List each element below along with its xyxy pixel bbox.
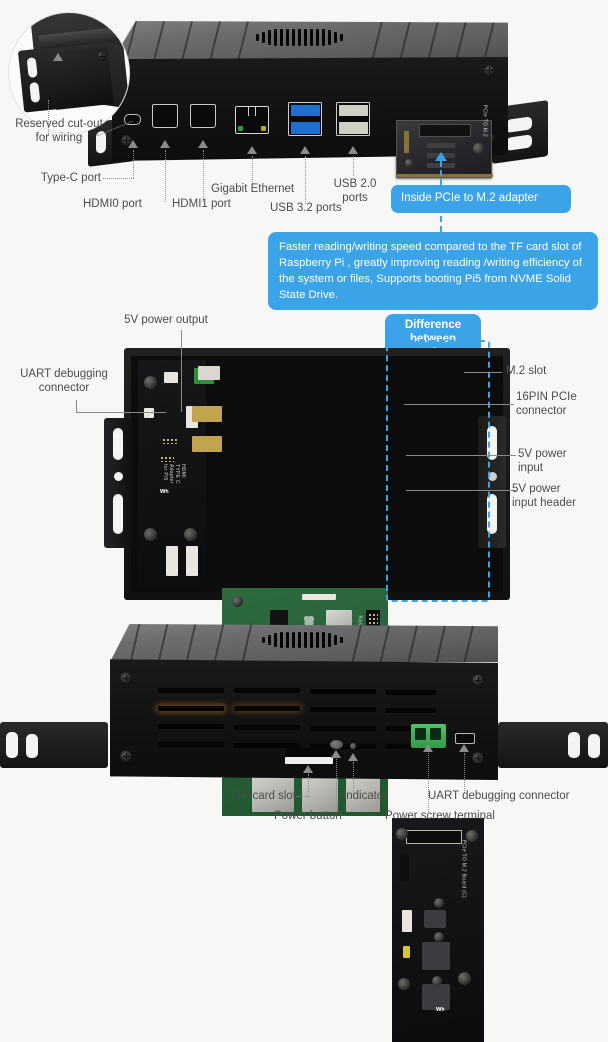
mounting-rail-right	[478, 416, 506, 548]
screw-icon	[484, 65, 495, 76]
screw-icon	[120, 672, 132, 684]
label-indicator: Indicator	[343, 790, 388, 802]
pointer-arrow	[348, 753, 358, 761]
pointer-arrow	[331, 750, 341, 758]
mounting-ear-right	[498, 722, 608, 768]
ethernet-jack	[252, 774, 294, 812]
leader-line	[76, 400, 77, 412]
tf-card-slot	[285, 757, 333, 764]
pcie-16pin-connector	[400, 854, 409, 882]
leader-line	[48, 100, 49, 136]
pointer-arrow-blue	[435, 152, 447, 161]
bottom-panel: TF card slot Power button Indicator Powe…	[0, 612, 608, 850]
label-usb-3-2-ports: USB 3.2 ports	[270, 202, 342, 214]
label-usb-2-0-ports: USB 2.0 ports	[333, 178, 377, 204]
mounting-rail-left	[104, 418, 132, 548]
enclosure-top-face	[112, 21, 508, 61]
leader-line-blue	[440, 216, 442, 232]
label-5v-power-input: 5V power input	[518, 448, 567, 474]
pointer-arrow	[198, 140, 208, 148]
indicator-led	[350, 743, 356, 749]
leader-line	[181, 330, 182, 412]
screw-icon	[120, 750, 132, 762]
pointer-arrow	[128, 140, 138, 148]
leader-line	[406, 490, 516, 491]
label-power-button: Power button	[274, 810, 342, 822]
uart-micro-usb-connector	[455, 733, 475, 744]
pointer-arrow	[423, 744, 433, 752]
power-input-header-5v	[403, 946, 410, 958]
leader-line	[404, 404, 514, 405]
label-m2-slot: M.2 slot	[506, 365, 547, 377]
label-16pin-pcie-connector: 16PIN PCIe connector	[516, 391, 577, 417]
reserved-cutout-label: Reserved cut-out for wiring	[15, 118, 103, 144]
middle-panel: Difference between versions	[0, 300, 608, 1042]
pcie-to-m2-board: wh PCIe TO M.2 Board (C)	[392, 818, 484, 1042]
tf-card-slot-opening	[285, 748, 333, 757]
screw-icon	[472, 674, 484, 686]
usb-2-0-ports	[336, 102, 370, 136]
label-power-screw-terminal: Power screw terminal	[385, 810, 495, 822]
hdmi0-port	[152, 104, 178, 128]
usb-3-2-ports	[288, 102, 322, 136]
leader-line	[76, 412, 166, 413]
label-uart-debugging-connector: UART debugging connector	[428, 790, 570, 802]
enclosure-top-face	[110, 624, 498, 662]
pointer-arrow	[303, 765, 313, 773]
hdmi-plug	[192, 436, 222, 452]
label-5v-power-output: 5V power output	[124, 314, 208, 326]
pointer-arrow	[247, 146, 257, 154]
silkscreen-adapter: HDMI TYPE C Adapter for Pi5	[162, 464, 186, 484]
screw-icon	[97, 51, 107, 61]
pointer-arrow	[300, 146, 310, 154]
leader-line	[406, 455, 516, 456]
gigabit-ethernet-port	[235, 106, 269, 134]
top-vent-grille	[256, 29, 352, 46]
pointer-arrow	[348, 146, 358, 154]
mounting-ear-left	[0, 722, 108, 768]
screw-icon	[121, 135, 132, 146]
label-uart-debugging-connector: UART debugging connector	[20, 368, 108, 394]
hdmi-plug	[198, 366, 220, 380]
screw-icon	[472, 752, 484, 764]
pointer-arrow	[459, 744, 469, 752]
reserved-cutout-magnifier	[8, 12, 130, 134]
hdmi-plug	[192, 406, 222, 422]
usb-stack	[346, 778, 380, 812]
top-vent-grille	[262, 632, 358, 648]
label-hdmi0-port: HDMI0 port	[83, 198, 142, 210]
pointer-arrow	[160, 140, 170, 148]
power-input-5v-connector	[402, 910, 412, 932]
type-c-port	[124, 114, 141, 125]
hdmi1-port	[190, 104, 216, 128]
pcie-to-m2-adapter-card: PCIe TO M.2	[396, 105, 493, 178]
leader-line	[464, 372, 502, 373]
top-panel: PCIe TO M.2 Reserved cut-out for wiring …	[0, 0, 608, 310]
callout-inside-pcie-adapter: Inside PCIe to M.2 adapter	[391, 185, 571, 213]
label-type-c-port: Type-C port	[40, 172, 101, 184]
difference-region-outline	[386, 340, 490, 602]
label-hdmi1-port: HDMI1 port	[172, 198, 231, 210]
label-gigabit-ethernet: Gigabit Ethernet	[211, 183, 295, 195]
label-tf-card-slot: TF card slot	[235, 790, 296, 802]
hdmi-type-c-adapter-board: wh HDMI TYPE C Adapter for Pi5	[138, 360, 214, 588]
label-5v-power-input-header: 5V power input header	[512, 483, 576, 509]
power-button	[330, 740, 343, 749]
callout-nvme-benefits: Faster reading/writing speed compared to…	[268, 232, 598, 310]
leader-line-blue	[440, 161, 442, 185]
